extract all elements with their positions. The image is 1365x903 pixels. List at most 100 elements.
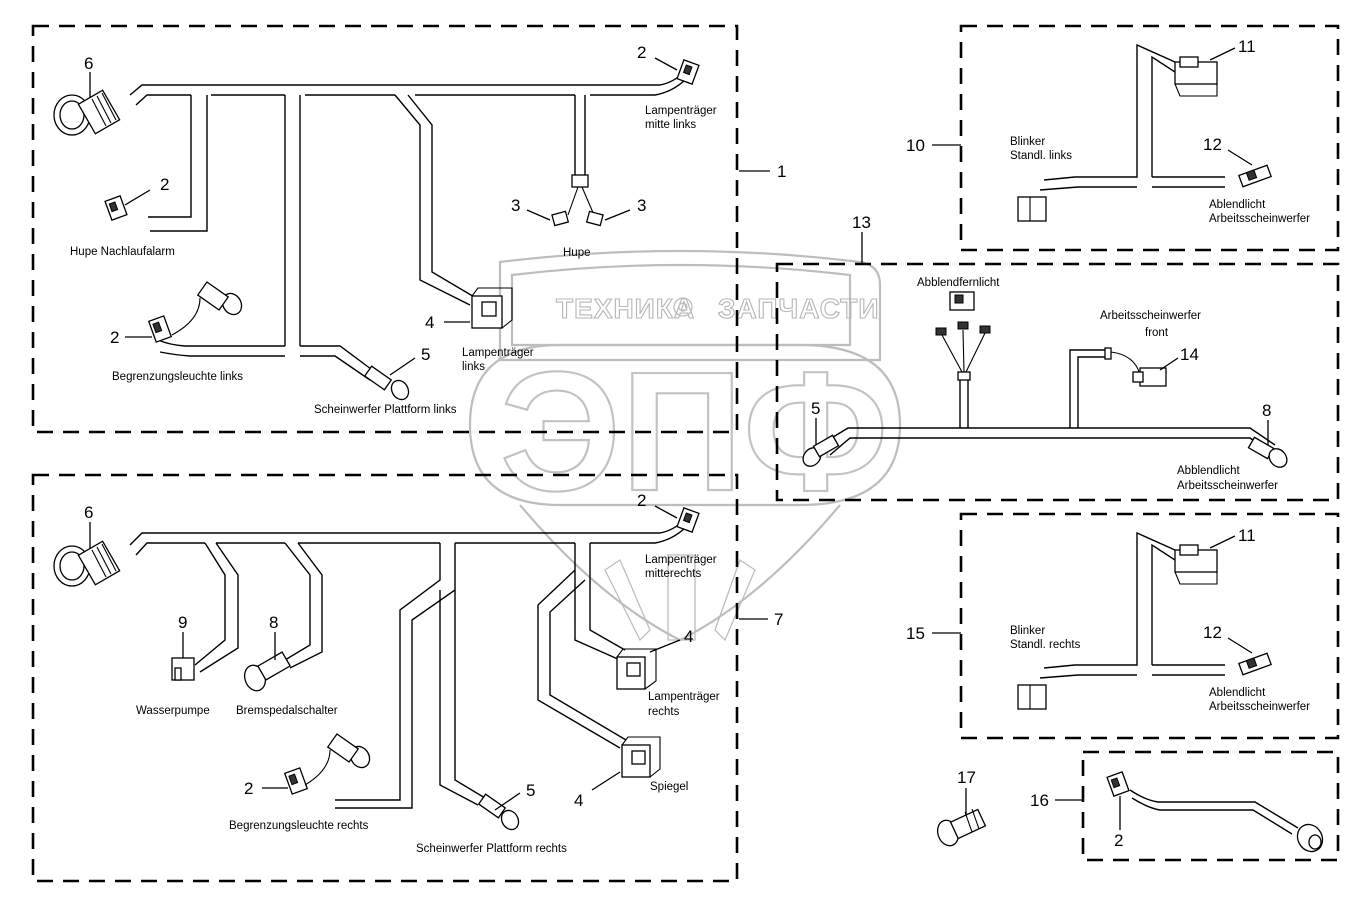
hi-lo-beam-connector-icon[interactable]	[949, 291, 975, 311]
brake-switch-plug-8-icon[interactable]	[241, 651, 292, 694]
g13-num-14: 14	[1180, 345, 1199, 364]
harness-group-16[interactable]: 16 2	[1030, 750, 1340, 862]
g7-label-lamp-right-1: Lampenträger	[648, 691, 720, 703]
g13-num-8: 8	[1262, 401, 1271, 420]
headlamp-plug-5-right-icon[interactable]	[477, 793, 522, 832]
g1-branch-horn	[574, 95, 586, 175]
g7-label-mirror: Spiegel	[650, 781, 688, 793]
g7-label-lamp-right-2: rechts	[648, 706, 680, 718]
connector-2-horn-alarm-icon[interactable]	[104, 195, 128, 221]
g1-label-marker: Begrenzungsleuchte links	[112, 371, 243, 383]
g1-label-lamp-left-1: Lampenträger	[462, 347, 534, 359]
watermark-shield-inner	[510, 263, 852, 347]
harness-group-13[interactable]: 13 Abblendfernlicht 14 Arbeitsscheinwerf…	[775, 213, 1340, 502]
g13-terminal-c	[979, 325, 991, 334]
g7-num-9: 9	[178, 613, 187, 632]
g7-marker-lead	[304, 749, 331, 786]
g7-leader-4b	[591, 771, 621, 791]
g1-trunk-top	[129, 71, 684, 96]
group-16-number: 16	[1030, 791, 1049, 810]
g15-leader-11	[1209, 535, 1236, 549]
connector-11-icon[interactable]	[1174, 56, 1218, 97]
g15-label-blinker-1: Blinker	[1010, 625, 1045, 637]
harness-group-7[interactable]: 7 6 2 Lampenträger mitterechts	[31, 473, 783, 883]
part-17[interactable]: 17	[934, 768, 987, 849]
g15-wires	[1039, 531, 1225, 679]
plug-17-icon[interactable]	[934, 808, 987, 849]
g13-terminal-b	[957, 321, 969, 330]
headlamp-plug-5-icon[interactable]	[799, 434, 840, 469]
g13-hilo-leads	[941, 329, 986, 373]
watermark-text-right: ЗАПЧАСТИ	[718, 293, 879, 324]
g7-num-6: 6	[84, 503, 93, 522]
connector-11-icon[interactable]	[1174, 544, 1218, 585]
g1-label-platform: Scheinwerfer Plattform links	[314, 404, 457, 416]
g7-num-8: 8	[269, 613, 278, 632]
connector-12-icon[interactable]	[1238, 652, 1272, 676]
g1-num-2b: 2	[160, 175, 169, 194]
watermark-text-left: ТЕХНИКА	[556, 293, 695, 324]
marker-lamp-socket-right-icon[interactable]	[326, 733, 374, 771]
g7-trunk-bottom	[135, 527, 686, 556]
connector-3a-icon[interactable]	[551, 210, 570, 227]
harness-group-1[interactable]: 1 6 2 Lampenträger mitte	[31, 24, 786, 434]
connector-3b-icon[interactable]	[585, 210, 604, 227]
group-7-frame	[31, 473, 739, 883]
g10-label-blinker-1: Blinker	[1010, 136, 1045, 148]
group-15-frame	[959, 512, 1340, 740]
harness-group-10[interactable]: 10 11 12 Blinker Standl. links Ablendlic…	[906, 24, 1340, 252]
blinker-connector-left-icon[interactable]	[1017, 196, 1047, 222]
low-beam-plug-8-icon[interactable]	[1247, 436, 1290, 470]
g10-num-11: 11	[1238, 37, 1256, 56]
g16-wire	[1129, 789, 1299, 835]
g13-label-work-front-1: Arbeitsscheinwerfer	[1100, 310, 1201, 322]
connector-2-icon[interactable]	[1106, 771, 1130, 797]
g13-label-low-1: Abblendlicht	[1177, 465, 1240, 477]
connector-2-mid-left-icon[interactable]	[676, 59, 700, 85]
lamp-holder-4-left-icon[interactable]	[471, 287, 513, 329]
g15-label-low-2: Arbeitsscheinwerfer	[1209, 701, 1310, 713]
work-light-connector-14-icon[interactable]	[1132, 367, 1167, 387]
round-connector-6-icon[interactable]	[53, 540, 121, 587]
mirror-connector-4-icon[interactable]	[621, 736, 661, 778]
g7-branch-lamp-right	[574, 543, 626, 661]
connector-2-mid-right-icon[interactable]	[676, 507, 700, 533]
connector-2-marker-right-icon[interactable]	[283, 767, 309, 795]
g1-branch-bottom	[157, 339, 376, 381]
g10-leader-12	[1227, 149, 1253, 166]
g10-leader-11	[1209, 47, 1236, 61]
g7-label-marker: Begrenzungsleuchte rechts	[229, 820, 369, 832]
g7-leader-2a	[654, 505, 678, 519]
watermark-oval	[468, 343, 902, 507]
marker-lamp-socket-icon[interactable]	[196, 281, 246, 318]
g13-label-hilo: Abblendfernlicht	[917, 277, 1000, 289]
round-plug-icon[interactable]	[1293, 820, 1328, 856]
group-1-number: 1	[777, 162, 786, 181]
g10-label-low-1: Ablendlicht	[1209, 199, 1266, 211]
g1-label-lamp-mid-left-1: Lampenträger	[645, 105, 717, 117]
lamp-holder-4-right-icon[interactable]	[616, 648, 657, 690]
headlamp-plug-5-left-icon[interactable]	[363, 365, 412, 402]
harness-group-15[interactable]: 15 11 12 Blinker Standl. rechts Ablendli…	[906, 512, 1340, 740]
blinker-connector-right-icon[interactable]	[1017, 684, 1047, 710]
round-connector-6-icon[interactable]	[53, 89, 121, 136]
g1-num-6: 6	[84, 54, 93, 73]
g10-wires	[1039, 43, 1225, 191]
g7-leader-4a	[649, 639, 681, 653]
g1-label-horn: Hupe	[563, 247, 591, 259]
g15-num-11: 11	[1238, 526, 1256, 545]
g1-horn-leads	[567, 186, 595, 216]
g13-trunk	[819, 427, 1276, 456]
g1-leader-2b	[124, 189, 151, 206]
pump-connector-9-icon[interactable]	[171, 657, 195, 681]
group-13-number: 13	[852, 213, 871, 232]
g1-branch-lamp-left	[394, 94, 477, 306]
g1-label-horn-alarm: Hupe Nachlaufalarm	[70, 246, 175, 258]
g1-leader-3b	[604, 209, 631, 221]
g7-branch-pump	[194, 542, 239, 673]
g16-num-2: 2	[1114, 831, 1123, 850]
connector-12-icon[interactable]	[1238, 164, 1272, 188]
g7-num-4a: 4	[684, 627, 693, 646]
g1-leader-2a	[654, 57, 678, 71]
connector-2-marker-icon[interactable]	[147, 315, 173, 343]
